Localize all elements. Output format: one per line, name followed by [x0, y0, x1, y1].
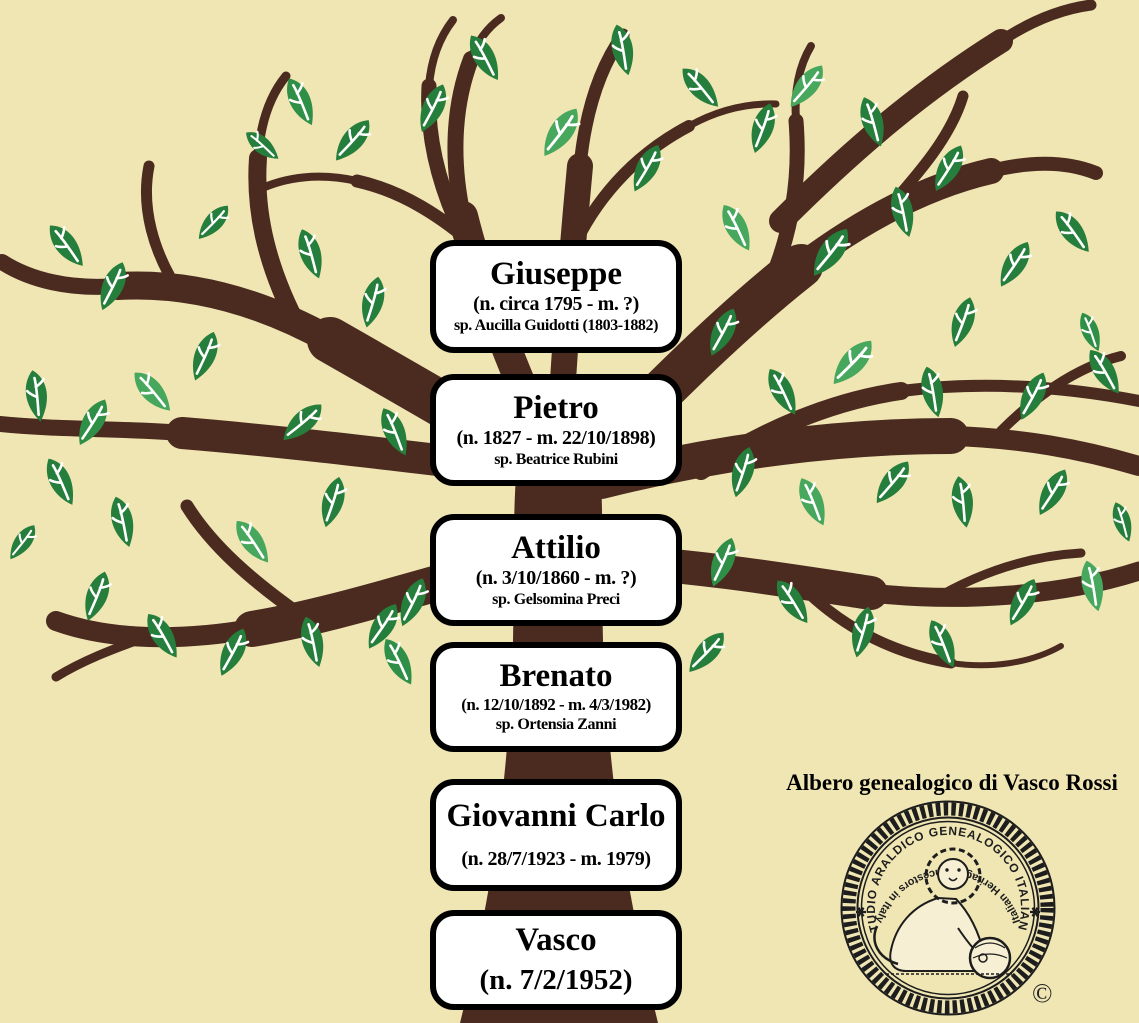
person-dates: (n. circa 1795 - m. ?) — [473, 293, 639, 316]
leaf — [1047, 203, 1099, 260]
leaf — [314, 473, 352, 532]
branch — [861, 561, 1139, 607]
leaf — [291, 224, 330, 284]
leaf — [1029, 463, 1076, 522]
person-spouse: sp. Gelsomina Preci — [492, 590, 620, 608]
leaf — [355, 273, 391, 332]
leaf — [823, 332, 882, 393]
leaf — [947, 473, 978, 531]
leaf — [326, 112, 379, 169]
person-spouse: sp. Aucilla Guidotti (1803-1882) — [453, 317, 659, 335]
person-name: Pietro — [513, 389, 599, 426]
leaf — [1107, 498, 1138, 546]
leaf — [791, 472, 834, 531]
branch — [252, 172, 361, 195]
person-name: Attilio — [511, 529, 601, 566]
person-box-generation-3: Attilio (n. 3/10/1860 - m. ?) sp. Gelsom… — [430, 514, 682, 626]
branch — [685, 100, 780, 130]
branch — [141, 160, 188, 302]
seal-rope-ring — [842, 802, 1054, 1014]
person-spouse: sp. Ortensia Zanni — [495, 716, 617, 734]
leaf — [674, 59, 727, 116]
branch — [948, 643, 1064, 669]
person-dates: (n. 3/10/1860 - m. ?) — [475, 566, 637, 589]
branch — [692, 382, 910, 480]
seal-inner-ring2 — [860, 820, 1036, 996]
person-dates: (n. 12/10/1892 - m. 4/3/1982) — [461, 695, 651, 715]
leaf — [2, 519, 43, 566]
leaf — [191, 198, 236, 246]
person-box-generation-5: Giovanni Carlo (n. 28/7/1923 - m. 1979) — [430, 779, 682, 891]
leaf — [680, 624, 733, 681]
branch — [425, 16, 457, 90]
branch — [0, 254, 126, 295]
copyright-symbol: © — [1032, 978, 1053, 1008]
branch — [570, 120, 695, 248]
branch — [248, 149, 309, 339]
person-dates: (n. 7/2/1952) — [479, 964, 633, 997]
tree-title: Albero genealogico di Vasco Rossi — [786, 770, 1118, 795]
branch — [51, 631, 155, 682]
branch — [180, 499, 309, 623]
leaf — [76, 566, 117, 626]
seal-outer-ring — [840, 800, 1056, 1016]
person-spouse: sp. Beatrice Rubini — [494, 450, 618, 468]
leaf — [41, 217, 93, 274]
person-name: Brenato — [499, 658, 613, 695]
leaf — [990, 235, 1039, 294]
seal-star-icon-left — [856, 907, 866, 917]
leaf — [105, 492, 141, 551]
seal-inner-ring — [856, 816, 1040, 1000]
leaf — [781, 58, 833, 115]
leaf — [1074, 308, 1108, 356]
person-box-generation-4: Brenato (n. 12/10/1892 - m. 4/3/1982) sp… — [430, 642, 682, 752]
person-dates: (n. 1827 - m. 22/10/1898) — [456, 426, 656, 449]
person-name: Giuseppe — [489, 256, 623, 293]
leaf — [21, 367, 52, 425]
person-name: Giovanni Carlo — [446, 798, 666, 835]
person-dates: (n. 28/7/1923 - m. 1979) — [461, 847, 651, 870]
leaf — [867, 454, 919, 511]
leaf — [375, 632, 422, 691]
seal-lion-illustration — [873, 847, 1012, 980]
person-name: Vasco — [515, 922, 597, 959]
leaf — [126, 363, 179, 420]
person-box-generation-2: Pietro (n. 1827 - m. 22/10/1898) sp. Bea… — [430, 374, 682, 486]
branch — [984, 156, 1103, 180]
person-box-generation-6: Vasco (n. 7/2/1952) — [430, 910, 682, 1010]
leaf — [713, 198, 760, 257]
leaf — [943, 292, 982, 352]
leaf — [38, 452, 83, 511]
branch — [995, 0, 1097, 47]
branch — [926, 548, 1086, 606]
branch — [769, 29, 1013, 233]
leaf — [184, 326, 226, 386]
seal-star-icon-right — [1030, 907, 1040, 917]
person-box-generation-1: Giuseppe (n. circa 1795 - m. ?) sp. Auci… — [430, 240, 682, 353]
branch — [941, 426, 1139, 476]
branch — [447, 51, 479, 224]
branch — [791, 42, 815, 125]
